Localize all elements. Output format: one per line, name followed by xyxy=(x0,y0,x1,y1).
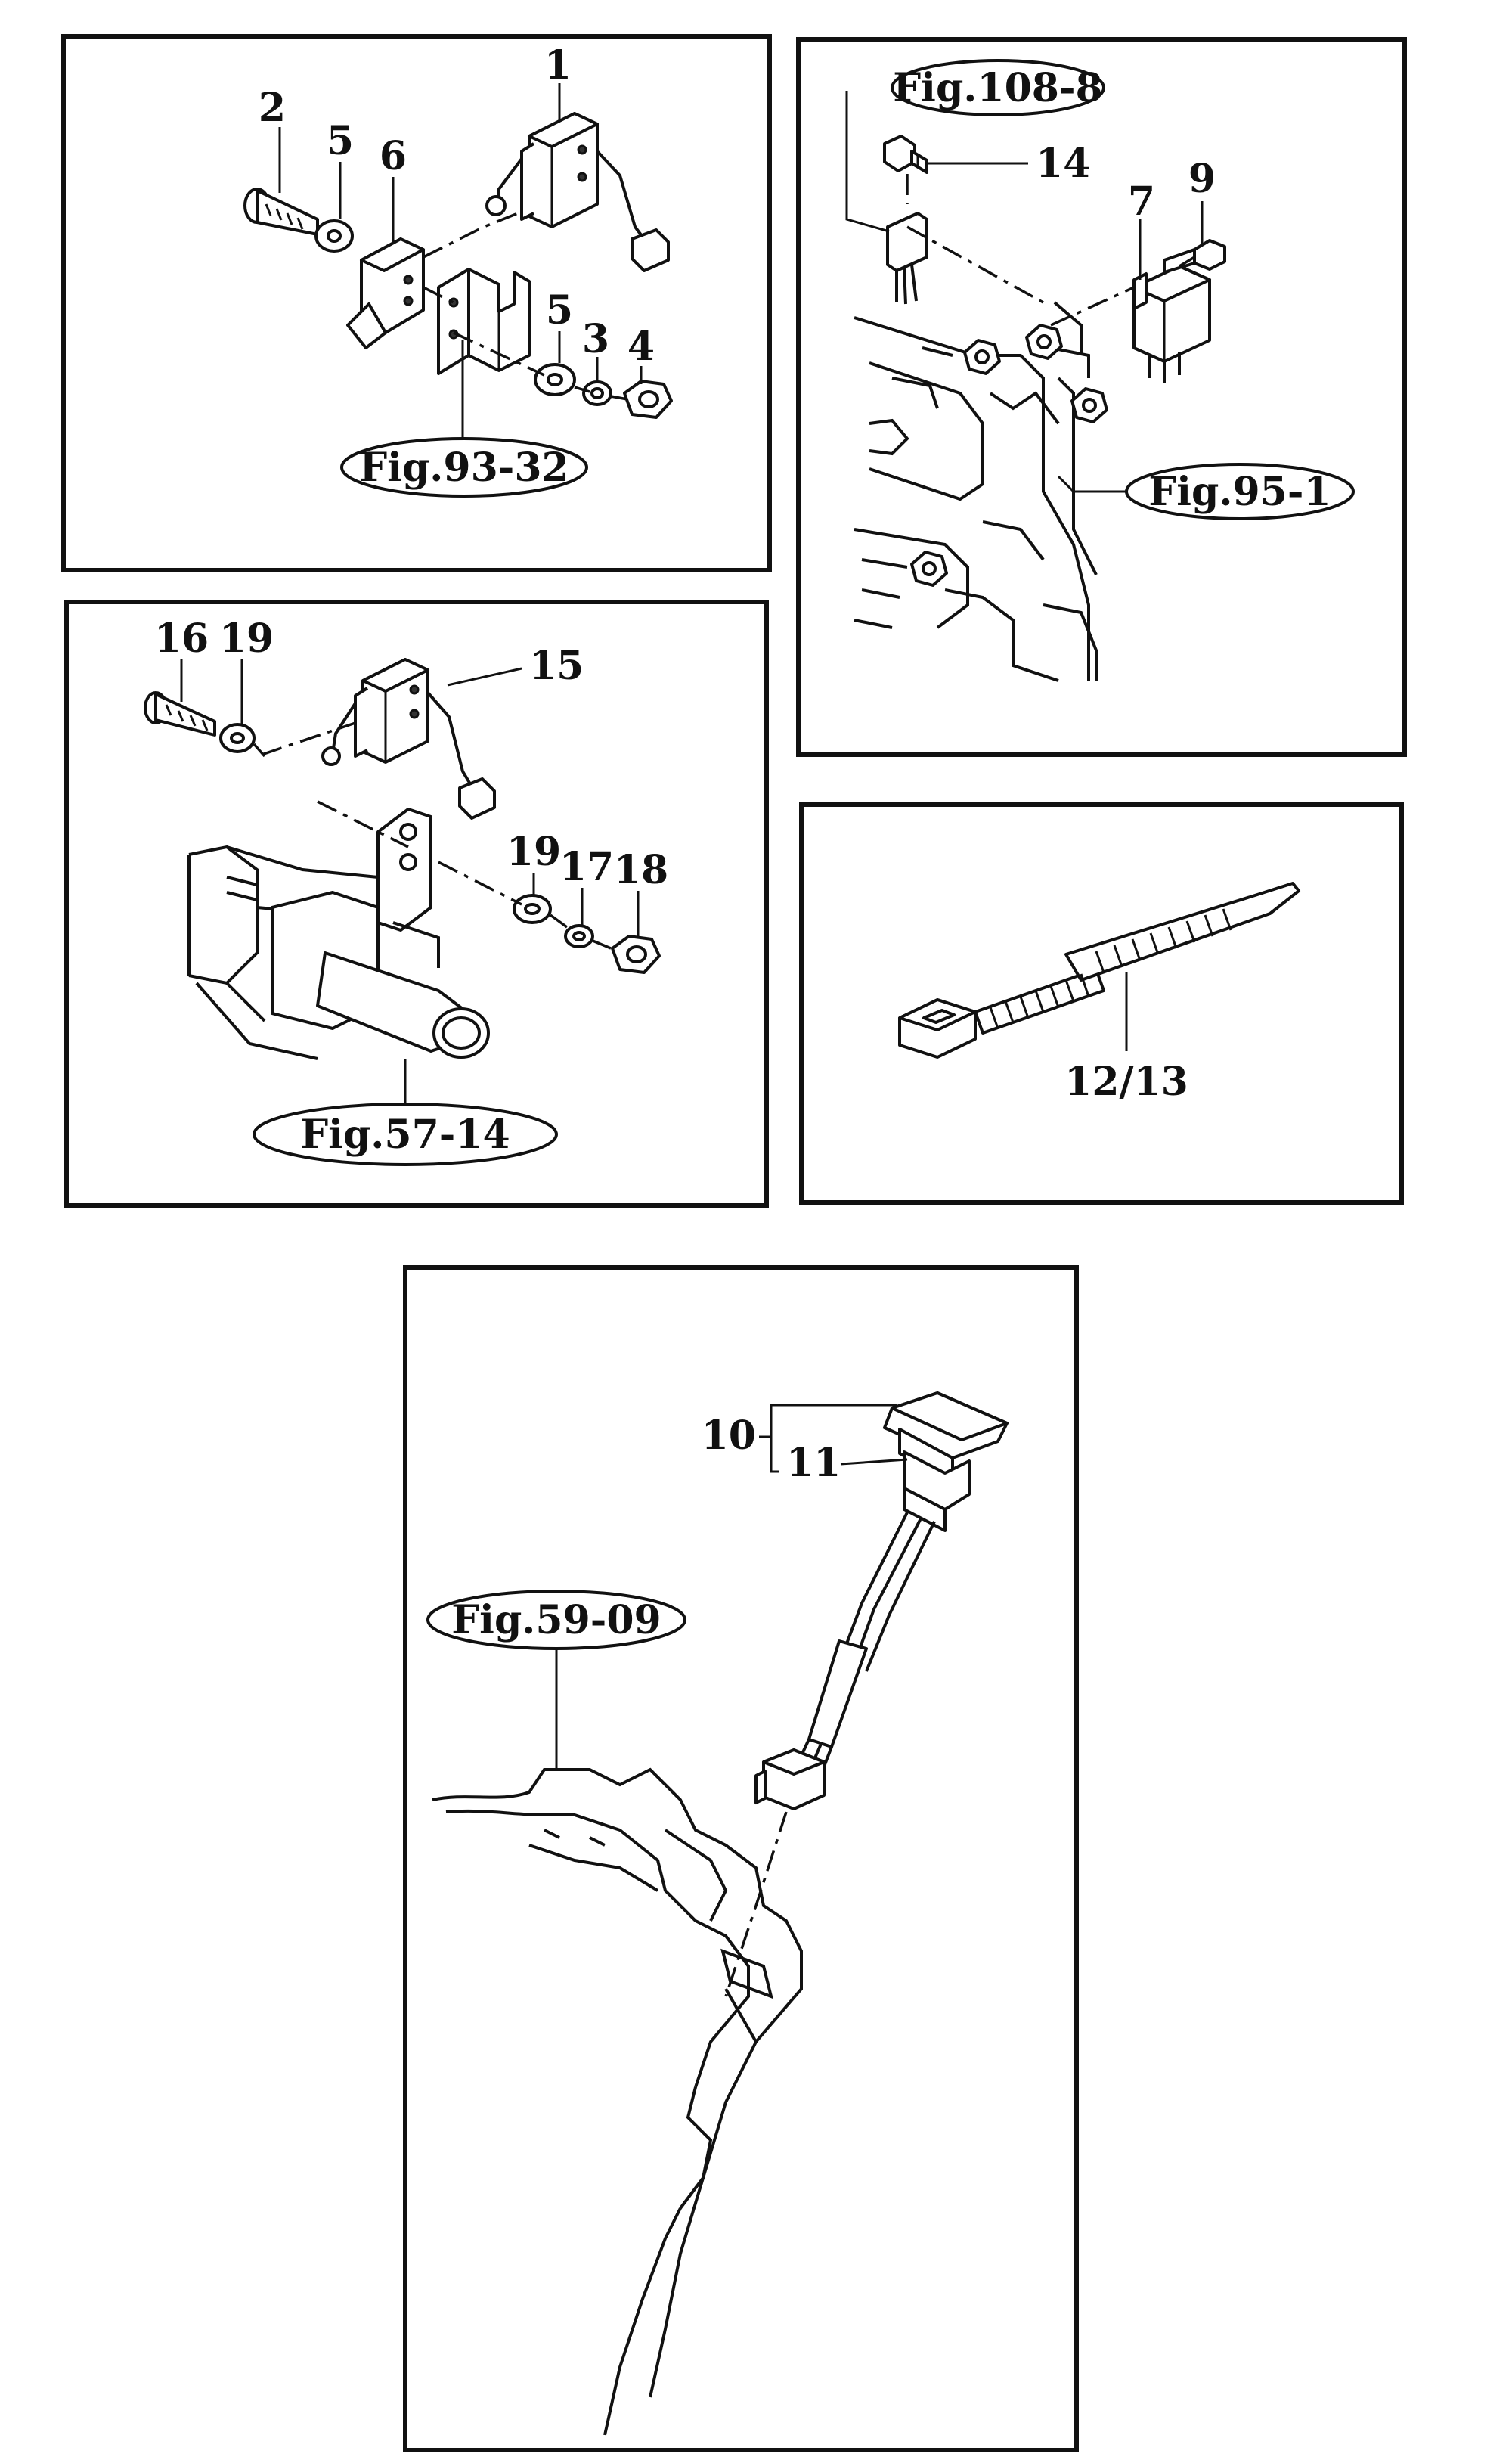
callout-14-label: 14 xyxy=(1036,141,1090,187)
assembly-centerline xyxy=(253,721,612,950)
actuator-block-part xyxy=(346,237,425,349)
bracket-part xyxy=(437,268,531,375)
micro-switch-part xyxy=(321,658,496,820)
assembly-centerline xyxy=(724,1811,788,1997)
figure-ref-label: Fig.59-09 xyxy=(451,1597,661,1643)
callout-6-label: 4 xyxy=(627,324,655,370)
shaft-assembly-part xyxy=(187,808,490,1060)
panel-bottom: 10 11 Fig.59-09 xyxy=(403,1265,1079,2452)
panel-top-left-frame xyxy=(61,34,772,572)
washer-part xyxy=(534,363,576,396)
washer-part xyxy=(219,723,256,753)
assembly-centerline xyxy=(423,286,628,401)
callout-19-label: 19 xyxy=(219,616,274,662)
figure-ref-oval xyxy=(891,59,1105,116)
hex-nut-part xyxy=(611,935,661,974)
washer-part xyxy=(513,894,552,924)
callout-4-label: 5 xyxy=(546,287,573,333)
callout-19b-label: 19 xyxy=(507,829,561,875)
callout-0-label: 1 xyxy=(544,42,572,88)
bolt-part xyxy=(243,188,319,236)
washer-part xyxy=(314,219,354,253)
panel-middle-right: 12/13 xyxy=(799,802,1404,1205)
figure-ref-oval xyxy=(253,1103,558,1166)
figure-ref-label: Fig.95-1 xyxy=(1148,469,1331,515)
figure-ref-label: Fig.57-14 xyxy=(300,1112,510,1158)
callout-5-label: 3 xyxy=(582,316,609,362)
callout-bracket xyxy=(770,1437,779,1473)
callout-18-label: 18 xyxy=(614,847,668,893)
callout-9-label: 9 xyxy=(1188,156,1216,202)
callout-1-label: 2 xyxy=(259,85,286,131)
figure-ref-oval xyxy=(340,437,588,498)
panel-middle-left: 16 19 15 19 17 18 Fig.57-14 xyxy=(64,600,769,1208)
relay-part xyxy=(1132,265,1211,383)
panel-middle-right-frame xyxy=(799,802,1404,1205)
panel-top-right: Fig.108-8 Fig.95-1 14 7 9 xyxy=(796,37,1407,757)
connector-housing-part xyxy=(883,1391,1009,1532)
screw-part xyxy=(883,135,928,174)
figure-ref-label: Fig.108-8 xyxy=(893,65,1102,111)
callout-11-label: 11 xyxy=(786,1440,841,1486)
hex-nut-part xyxy=(963,339,1001,375)
callout-2-label: 5 xyxy=(327,118,354,164)
figure-ref-leader xyxy=(1057,475,1126,493)
micro-switch-part xyxy=(485,112,670,272)
panel-top-left: 2 5 6 1 5 3 4 Fig.93-32 xyxy=(61,34,772,572)
lock-washer-part xyxy=(564,924,594,948)
hex-nut-part xyxy=(1025,324,1063,360)
hex-nut-part xyxy=(1070,387,1108,423)
callout-15-label: 15 xyxy=(529,643,584,689)
wire-harness-part xyxy=(797,1512,936,1767)
machine-frame-part xyxy=(432,1767,803,2436)
figure-ref-label: Fig.93-32 xyxy=(359,445,569,491)
assembly-centerline xyxy=(906,174,1195,327)
callout-16-label: 16 xyxy=(154,616,209,662)
callout-7-label: 7 xyxy=(1128,178,1155,225)
callout-bracket xyxy=(759,1404,897,1438)
screw-part xyxy=(1163,239,1226,274)
callout-12-13-label: 12/13 xyxy=(1064,1059,1188,1105)
lock-washer-part xyxy=(582,380,612,406)
callout-3-label: 6 xyxy=(380,133,407,179)
bolt-part xyxy=(144,691,216,737)
hex-nut-part xyxy=(623,380,673,419)
cable-tie-part xyxy=(898,882,1300,1059)
connector-part xyxy=(886,212,928,305)
callout-10-label: 10 xyxy=(702,1413,756,1459)
inline-connector-part xyxy=(754,1748,826,1810)
assembly-centerline xyxy=(423,210,522,259)
figure-ref-oval xyxy=(1125,463,1355,520)
figure-ref-leader xyxy=(845,91,890,233)
panel-bottom-frame xyxy=(403,1265,1079,2452)
callout-17-label: 17 xyxy=(559,844,614,890)
panel-middle-left-frame xyxy=(64,600,769,1208)
hex-nut-part xyxy=(910,551,948,587)
panel-top-right-frame xyxy=(796,37,1407,757)
figure-ref-oval xyxy=(426,1590,686,1650)
